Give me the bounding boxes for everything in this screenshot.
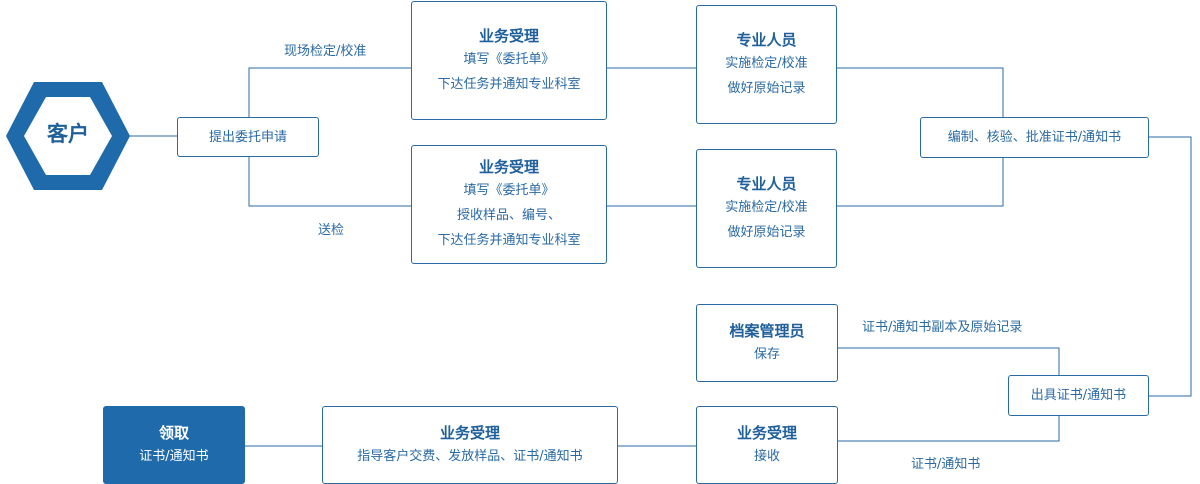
staff-top-line: 实施检定/校准 [725,55,808,71]
staff-mid-box: 专业人员 实施检定/校准 做好原始记录 [696,149,837,268]
biz-top-line: 填写《委托单》 [463,51,555,67]
issue-box: 出具证书/通知书 [1008,375,1149,416]
biz-mid-title: 业务受理 [478,158,539,176]
archivist-title: 档案管理员 [729,321,805,340]
guide-title: 业务受理 [439,423,500,442]
receive-box: 业务受理 接收 [696,406,838,484]
biz-mid-line: 填写《委托单》 [463,183,555,198]
receive-title: 业务受理 [736,423,797,442]
biz-top-title: 业务受理 [478,26,539,45]
biz-mid-line: 授收样品、编号、 [456,208,561,223]
collect-title: 领取 [158,423,189,442]
edge-label-archive: 证书/通知书副本及原始记录 [862,320,1023,335]
apply-label: 提出委托申请 [208,129,287,145]
biz-top-line: 下达任务并通知专业科室 [437,76,581,92]
staff-mid-title: 专业人员 [736,174,797,193]
staff-mid-line: 做好原始记录 [727,224,806,240]
guide-line: 指导客户交费、发放样品、证书/通知书 [357,448,583,464]
issue-label: 出具证书/通知书 [1030,388,1127,403]
edge-label-onsite: 现场检定/校准 [284,44,367,59]
customer-label: 客户 [47,122,89,146]
collect-box: 领取 证书/通知书 [103,406,245,484]
staff-top-title: 专业人员 [736,30,797,49]
biz-mid-box: 业务受理 填写《委托单》 授收样品、编号、 下达任务并通知专业科室 [411,145,607,264]
collect-line: 证书/通知书 [139,448,209,464]
staff-top-line: 做好原始记录 [727,80,806,96]
receive-line: 接收 [753,448,780,464]
biz-mid-line: 下达任务并通知专业科室 [437,233,581,248]
biz-top-box: 业务受理 填写《委托单》 下达任务并通知专业科室 [411,1,607,120]
guide-box: 业务受理 指导客户交费、发放样品、证书/通知书 [322,406,618,484]
edge-label-cert: 证书/通知书 [911,457,981,472]
apply-box: 提出委托申请 [177,117,319,157]
archivist-line: 保存 [753,346,780,362]
edge-label-send: 送检 [318,223,345,238]
staff-mid-line: 实施检定/校准 [725,199,808,215]
compile-box: 编制、核验、批准证书/通知书 [920,117,1149,158]
archivist-box: 档案管理员 保存 [696,304,838,382]
staff-top-box: 专业人员 实施检定/校准 做好原始记录 [696,5,837,124]
compile-label: 编制、核验、批准证书/通知书 [947,130,1122,145]
